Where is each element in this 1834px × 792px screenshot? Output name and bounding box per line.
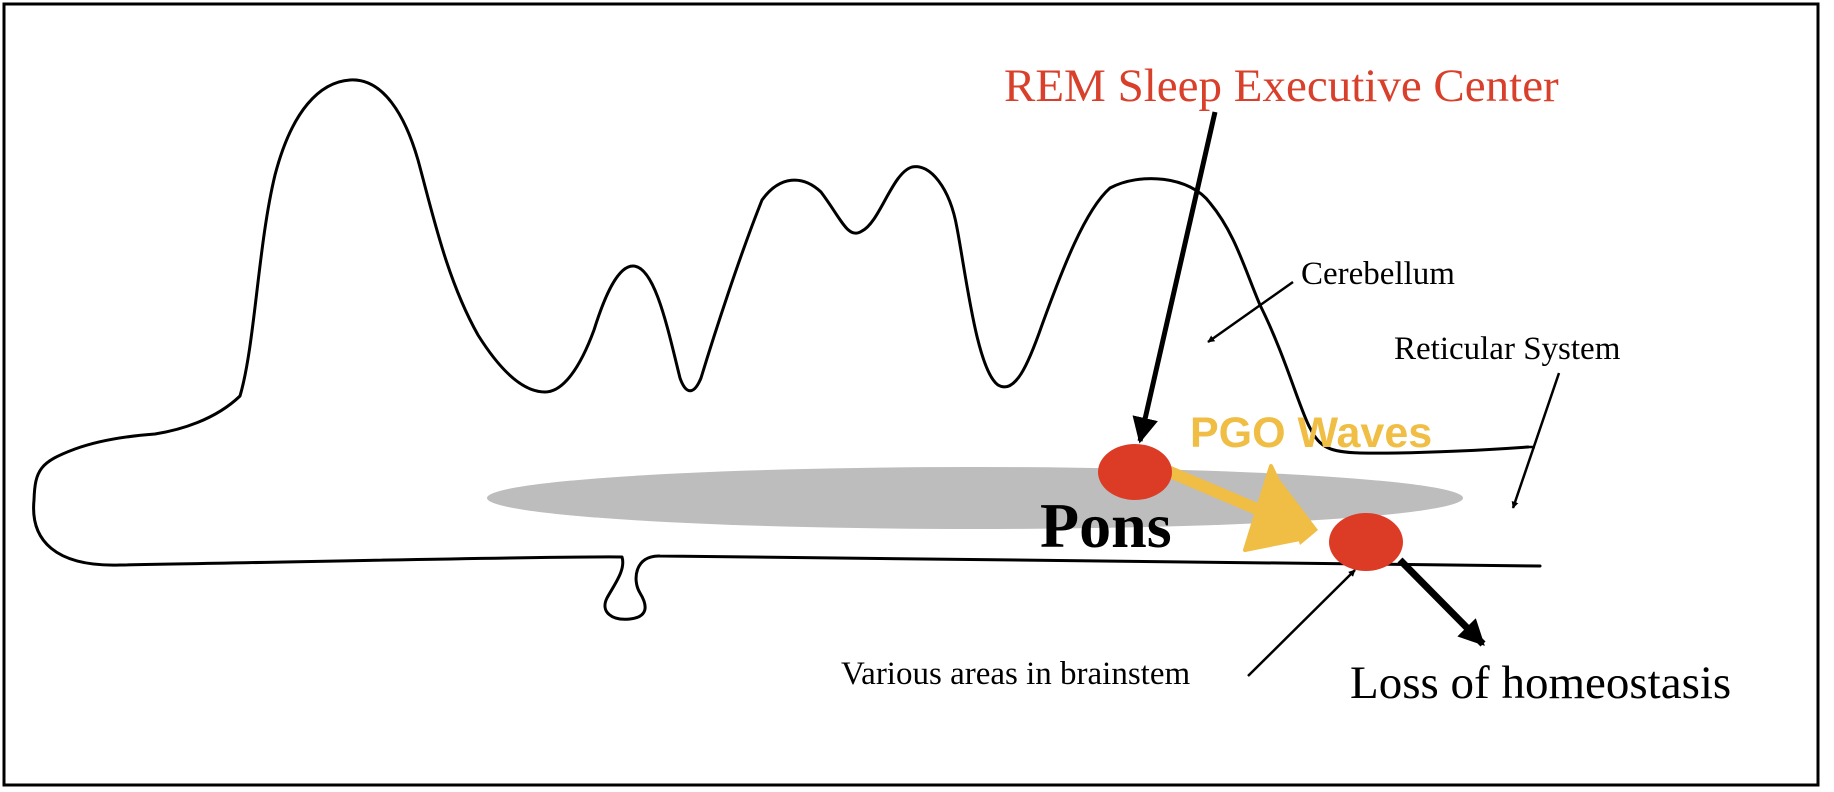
brainstem-areas-label: Various areas in brainstem [841, 656, 1190, 692]
cerebellum-arrow [1207, 280, 1294, 344]
cerebellum-label: Cerebellum [1301, 256, 1455, 292]
pons-label: Pons [1040, 490, 1172, 561]
pgo-waves-arrow [1164, 464, 1318, 552]
pgo-waves-label: PGO Waves [1190, 409, 1432, 457]
rem-center-arrow [1132, 111, 1218, 444]
rem-center-label: REM Sleep Executive Center [1004, 60, 1559, 112]
reticular-system-band [487, 467, 1463, 529]
reticular-system-label: Reticular System [1394, 331, 1621, 367]
reticular-system-arrow [1511, 372, 1561, 509]
brainstem-areas-arrow [1247, 569, 1356, 677]
brainstem-node [1329, 513, 1403, 571]
brain-outline [32, 78, 1542, 621]
rem-center-node [1098, 444, 1172, 500]
homeostasis-arrow [1397, 557, 1486, 647]
homeostasis-label: Loss of homeostasis [1350, 657, 1731, 709]
